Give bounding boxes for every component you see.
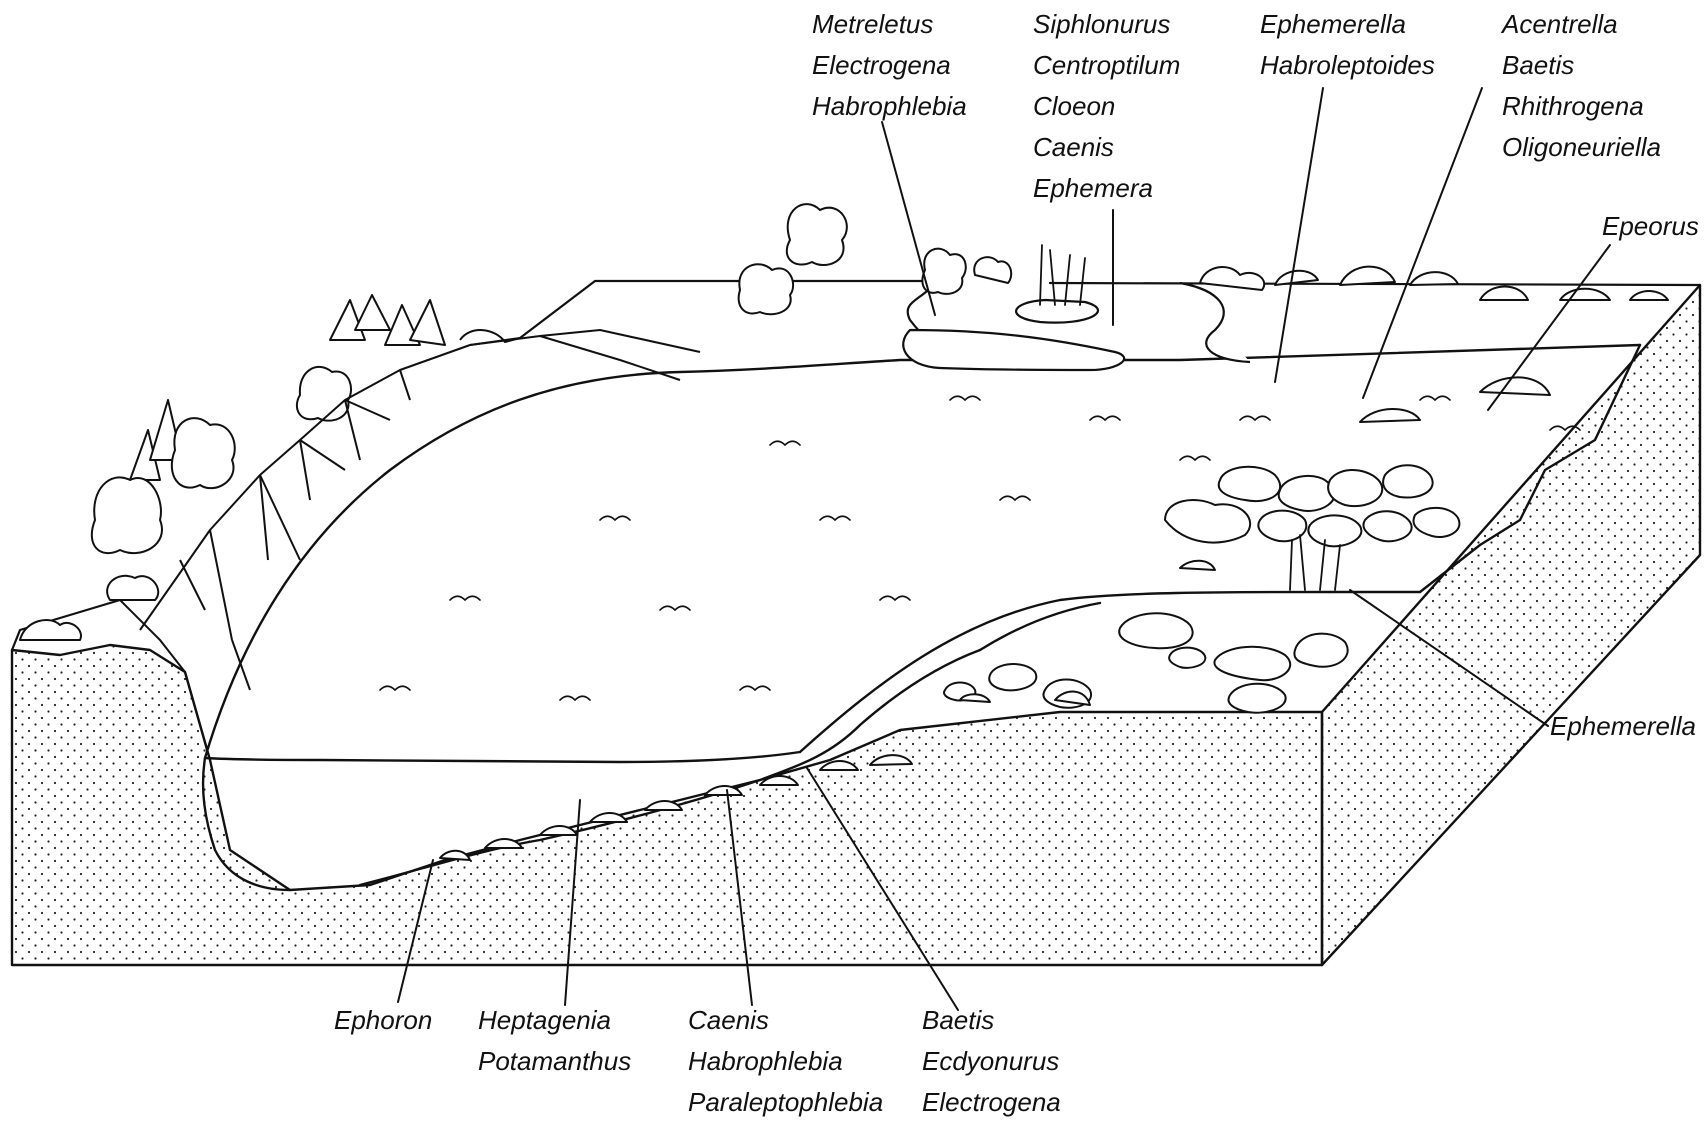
left-bank-rock-faces [120,330,700,760]
taxon-label: Baetis [922,1000,1061,1041]
taxon-label: Caenis [1033,127,1180,168]
taxon-label: Cloeon [1033,86,1180,127]
taxon-label: Acentrella [1502,4,1661,45]
taxon-label: Potamanthus [478,1041,631,1082]
soil-cross-section [12,285,1700,965]
taxon-label: Ephemera [1033,168,1180,209]
leader-epeorus [1488,245,1610,410]
taxon-label: Habrophlebia [688,1041,883,1082]
taxon-label: Ephemerella [1260,4,1435,45]
taxon-label: Rhithrogena [1502,86,1661,127]
label-baetis-group: Baetis Ecdyonurus Electrogena [922,1000,1061,1123]
taxon-label: Ecdyonurus [922,1041,1061,1082]
label-metreletus-group: Metreletus Electrogena Habrophlebia [812,4,967,127]
leader-ephemerella-top [1275,88,1323,382]
taxon-label: Electrogena [812,45,967,86]
taxon-label: Epeorus [1602,206,1699,247]
label-ephemerella-top-group: Ephemerella Habroleptoides [1260,4,1435,86]
taxon-label: Caenis [688,1000,883,1041]
taxon-label: Habroleptoides [1260,45,1435,86]
taxon-label: Habrophlebia [812,86,967,127]
label-siphlonurus-group: Siphlonurus Centroptilum Cloeon Caenis E… [1033,4,1180,209]
label-ephemerella-right: Ephemerella [1550,706,1696,747]
taxon-label: Ephoron [334,1000,432,1041]
taxon-label: Centroptilum [1033,45,1180,86]
backwater-pools [903,281,1250,370]
back-trees [739,204,1012,314]
label-ephoron: Ephoron [334,1000,432,1041]
label-heptagenia-group: Heptagenia Potamanthus [478,1000,631,1082]
taxon-label: Oligoneuriella [1502,127,1661,168]
taxon-label: Heptagenia [478,1000,631,1041]
taxon-label: Electrogena [922,1082,1061,1123]
label-epeorus: Epeorus [1602,206,1699,247]
taxon-label: Paraleptophlebia [688,1082,883,1123]
label-acentrella-group: Acentrella Baetis Rhithrogena Oligoneuri… [1502,4,1661,168]
leader-metreletus [882,122,935,315]
label-caenis-group: Caenis Habrophlebia Paraleptophlebia [688,1000,883,1123]
taxon-label: Metreletus [812,4,967,45]
taxon-label: Baetis [1502,45,1661,86]
taxon-label: Ephemerella [1550,706,1696,747]
taxon-label: Siphlonurus [1033,4,1180,45]
